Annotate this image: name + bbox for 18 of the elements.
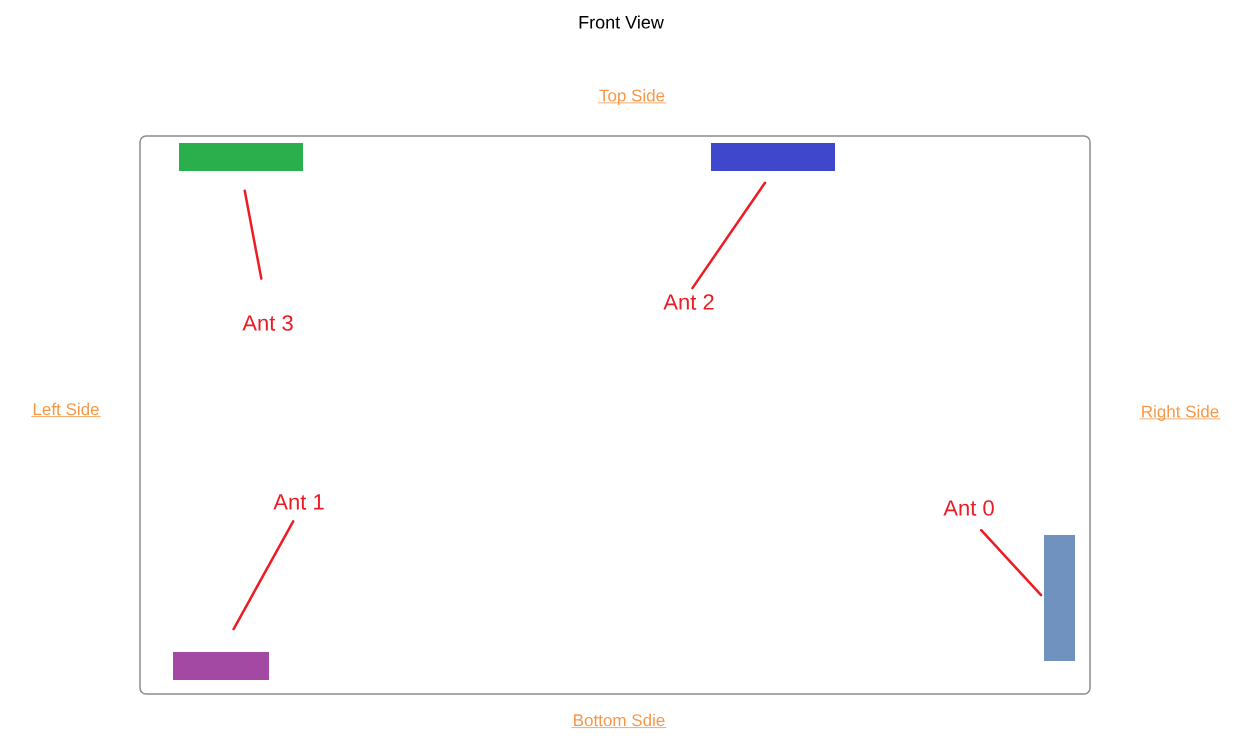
side-label: Right Side	[1139, 405, 1221, 421]
side-label: Top Side	[597, 89, 667, 105]
leader-line	[691, 181, 767, 290]
antenna-label: Ant 2	[663, 294, 714, 310]
side-label: Left Side	[30, 402, 102, 417]
antenna-bar	[1044, 535, 1075, 661]
title: Front View	[579, 15, 664, 29]
leader-line	[243, 189, 263, 280]
leader-line	[979, 528, 1043, 597]
device-outline	[139, 135, 1091, 695]
leader-line	[232, 520, 295, 631]
antenna-label: Ant 1	[273, 494, 324, 510]
antenna-label: Ant 0	[943, 500, 994, 516]
antenna-bar	[173, 652, 269, 680]
antenna-bar	[179, 143, 303, 171]
side-label: Bottom Sdie	[571, 713, 667, 728]
antenna-bar	[711, 143, 835, 171]
antenna-label: Ant 3	[242, 315, 293, 331]
